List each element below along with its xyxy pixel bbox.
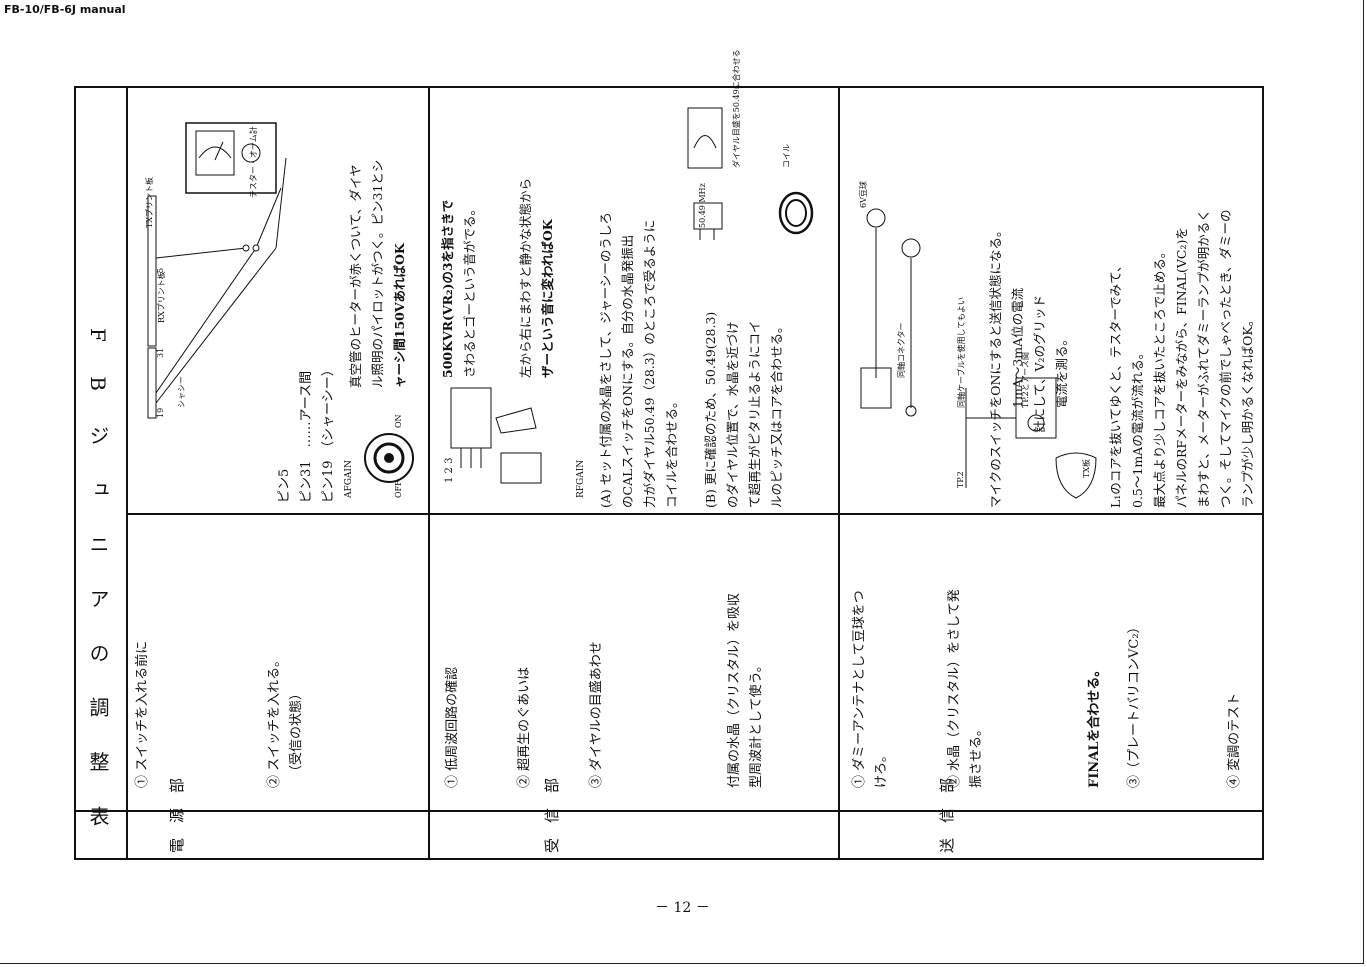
transmit-d2-line3: 最大点より少しコアを抜いたところで止める。 xyxy=(1152,245,1167,508)
power-result-2: ル照明のパイロットがつく。ピン31とシ xyxy=(370,159,385,388)
off-label: OFF xyxy=(394,480,403,498)
receive-dB-line1: (B) 更に確認のため、50.49(28.3) xyxy=(703,311,718,508)
receive-step4b: 型周波計として使う。 xyxy=(749,659,764,788)
receive-dA-line2: のCALスイッチをONにする。自分の水晶発振出 xyxy=(620,234,635,508)
receive-d2-line2: ザーという音に変わればOK xyxy=(540,219,555,378)
receive-d1-line1: 500KVR(VR₂)の3を指さきで xyxy=(440,199,455,378)
section-power: 電 源 部 xyxy=(168,777,186,853)
transmit-d2-line1: L₁のコアを抜いてゆくと、テスターでみて、 xyxy=(1108,259,1123,508)
receive-dA-line1: (A) セット付属の水晶をさして、ジャーシーのうしろ xyxy=(598,212,613,508)
coax-label: 同軸コネクター xyxy=(897,322,906,378)
transmit-d2-line6: つく。そしてマイクの前でしゃべったとき、ダミーの xyxy=(1218,209,1233,508)
pin5-label: 5 xyxy=(156,267,165,273)
rfgain-label: RFGAIN xyxy=(576,459,586,498)
receive-step4a: 付属の水晶（クリスタル）を吸収 xyxy=(727,592,742,788)
pin19: ピン19 （シャーシー） xyxy=(321,363,336,503)
transmit-d1-line3: 計にして、V₂のグリッド xyxy=(1032,294,1047,508)
dummy-antenna-diagram xyxy=(860,208,921,417)
transmit-step3: ③（プレートバリコンVC₂） xyxy=(1127,620,1142,788)
receive-dB-line2: のダイヤル位置で、水晶を近づけ xyxy=(725,321,740,508)
pin5: ピン5 xyxy=(277,468,292,503)
tester-label: テスター・オーム計 xyxy=(249,126,258,198)
receive-step1: ① 低周波回路の確認 xyxy=(445,666,460,788)
power-step2: ② スイッチを入れる。 xyxy=(267,653,282,788)
transmit-d2-line5: まわすと、メーターがふれてダミーランプが明かるく xyxy=(1196,209,1211,508)
receive-dB-line4: ルのピッチ又はコアを合わせる。 xyxy=(769,320,784,508)
receive-dA-line3: 力がダイヤル50.49（28.3）のところで受るように xyxy=(642,219,657,508)
afgain-knob-icon xyxy=(364,433,414,483)
dial-note: ダイヤル目盛を50.49に合わせる xyxy=(732,49,741,168)
page-number: － 12 － xyxy=(655,900,710,916)
transmit-step4: ④ 変調のテスト xyxy=(1227,692,1242,788)
power-step2-note: （受信の状態） xyxy=(289,686,304,778)
transmit-d2-line2: 0.5〜1mAの電流が流れる。 xyxy=(1130,346,1145,508)
transmit-d2-line4: パネルのRFメーターをみながら、FINAL(VC₂)を xyxy=(1174,227,1189,508)
crystal-label: 50.49 MHz xyxy=(698,183,707,228)
transmit-d1-line4: 電流を測る。 xyxy=(1054,332,1069,508)
receive-d1-line2: さわるとゴーという音がでる。 xyxy=(462,202,477,378)
transmit-step2b: 振させる。 xyxy=(969,722,984,788)
power-result-1: 真空管のヒーターが赤くついて、ダイヤ xyxy=(348,164,363,388)
receive-step3: ③ ダイヤルの目盛あわせ xyxy=(589,641,604,788)
section-transmit: 送 信 部 xyxy=(938,777,956,853)
section-label-rule xyxy=(76,810,1262,812)
title-rule xyxy=(126,88,128,858)
tx-meter-diagram xyxy=(965,377,1097,499)
transmit-step2a: ② 水晶（クリスタル）をさして発 xyxy=(947,589,962,788)
transmit-final: FINALを合わせる。 xyxy=(1087,663,1102,788)
transmit-d1-line1: マイクのスイッチをONにすると送信状態になる。 xyxy=(988,224,1003,508)
step-column-rule xyxy=(126,513,1262,515)
dial-crystal-diagram xyxy=(687,107,814,240)
receive-dA-line4: コイルを合わせる。 xyxy=(664,395,679,508)
txboard-label: TX板 xyxy=(1082,458,1091,478)
power-receive-rule xyxy=(428,88,430,858)
afgain-label: AFGAIN xyxy=(344,460,354,498)
document-header: FB-10/FB-6J manual xyxy=(4,3,126,16)
pin31-label: 31 xyxy=(156,347,165,358)
transmit-step1b: けろ。 xyxy=(874,748,889,788)
transmit-step1a: ① ダミーアンテナとして豆球をつ xyxy=(852,590,867,788)
on-label: ON xyxy=(394,414,403,428)
receive-dB-line3: て超再生がピタリ止るようにコイ xyxy=(747,320,762,508)
rx-board-label: RXプリント板 xyxy=(157,271,166,323)
coil-label: コイル xyxy=(782,144,791,168)
bulb-label: 6V豆球 xyxy=(859,181,868,208)
power-step1: ① スイッチを入れる前に xyxy=(135,640,150,788)
pin19-label: 19 xyxy=(156,407,165,418)
transmit-d2-line7: ランプが少し明かるくなればOK。 xyxy=(1240,313,1255,508)
receive-transmit-rule xyxy=(838,88,840,858)
adjustment-table: F B ジ ュ ニ ア の 調 整 表 電 源 部 ① スイッチを入れる前に ②… xyxy=(74,49,1264,860)
tx-board-label: TXプリント板 xyxy=(145,176,154,228)
pin31: ピン31 ……アース間 xyxy=(299,370,314,503)
chassis-label: シャシー xyxy=(177,376,186,408)
volume-control-icon xyxy=(450,387,542,484)
receive-step2: ② 超再生のぐあいは xyxy=(517,666,532,788)
table-title: F B ジ ュ ニ ア の 調 整 表 xyxy=(86,328,110,840)
power-result-3: ャーシ間150VあればOK xyxy=(392,243,407,388)
receive-d2-line1: 左から右にまわすと静かな状態から xyxy=(518,177,533,378)
section-receive: 受 信 部 xyxy=(543,777,561,853)
power-diagram xyxy=(147,122,287,419)
transmit-d1-line2: 1mA〜3mA位の電流 xyxy=(1010,287,1025,508)
tp2-label: TP.2 xyxy=(956,471,965,488)
vr-terminals: 1 2 3 xyxy=(444,457,455,483)
